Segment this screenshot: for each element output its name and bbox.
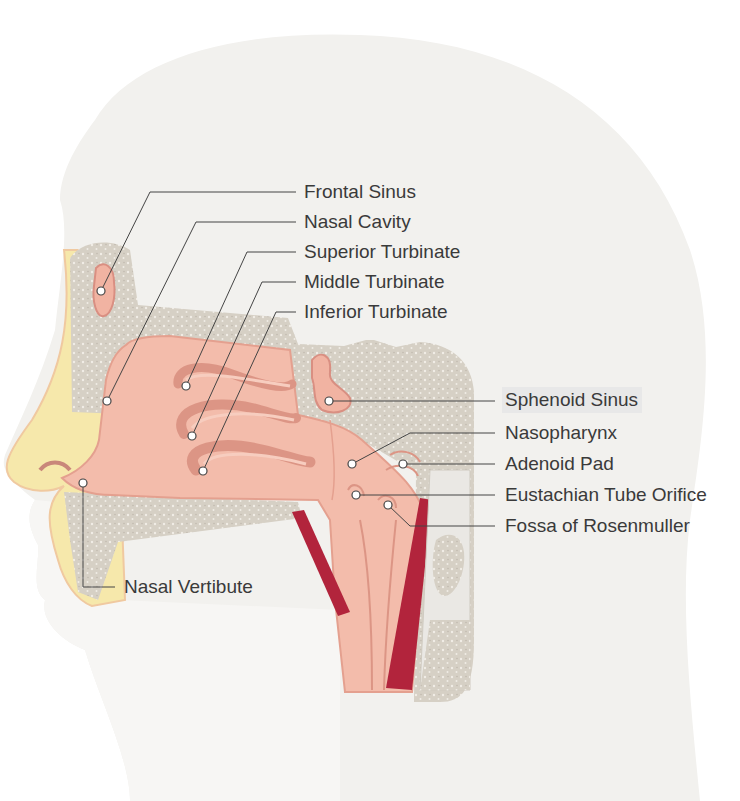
part-label: Eustachian Tube Orifice: [505, 483, 707, 507]
part-label: Middle Turbinate: [304, 270, 444, 294]
part-label: Nasal Vertibute: [124, 575, 253, 599]
part-label: Nasopharynx: [505, 421, 617, 445]
leader-lines: [83, 192, 495, 587]
part-label: Inferior Turbinate: [304, 300, 448, 324]
part-label: Frontal Sinus: [304, 180, 416, 204]
part-label: Adenoid Pad: [505, 452, 614, 476]
sphenoid-sinus: [312, 355, 351, 413]
frontal-sinus: [93, 264, 114, 316]
part-label: Nasal Cavity: [304, 210, 411, 234]
cervical-spine: [420, 470, 470, 690]
highlight-label-box: Sphenoid Sinus: [502, 387, 642, 413]
nasal-cavity: [62, 336, 426, 692]
part-label: Fossa of Rosenmuller: [505, 514, 690, 538]
part-label: Sphenoid Sinus: [505, 388, 639, 412]
middle-turbinate: [181, 404, 296, 434]
vertebra: [420, 535, 470, 690]
palate-muscle: [292, 510, 350, 616]
head-silhouette: [4, 34, 706, 801]
part-label: Superior Turbinate: [304, 240, 460, 264]
pharynx-boundary: [330, 420, 334, 500]
nasal-vestibule: [40, 463, 70, 471]
turbinate-highlight: [186, 375, 306, 464]
palate-bone: [64, 492, 302, 600]
